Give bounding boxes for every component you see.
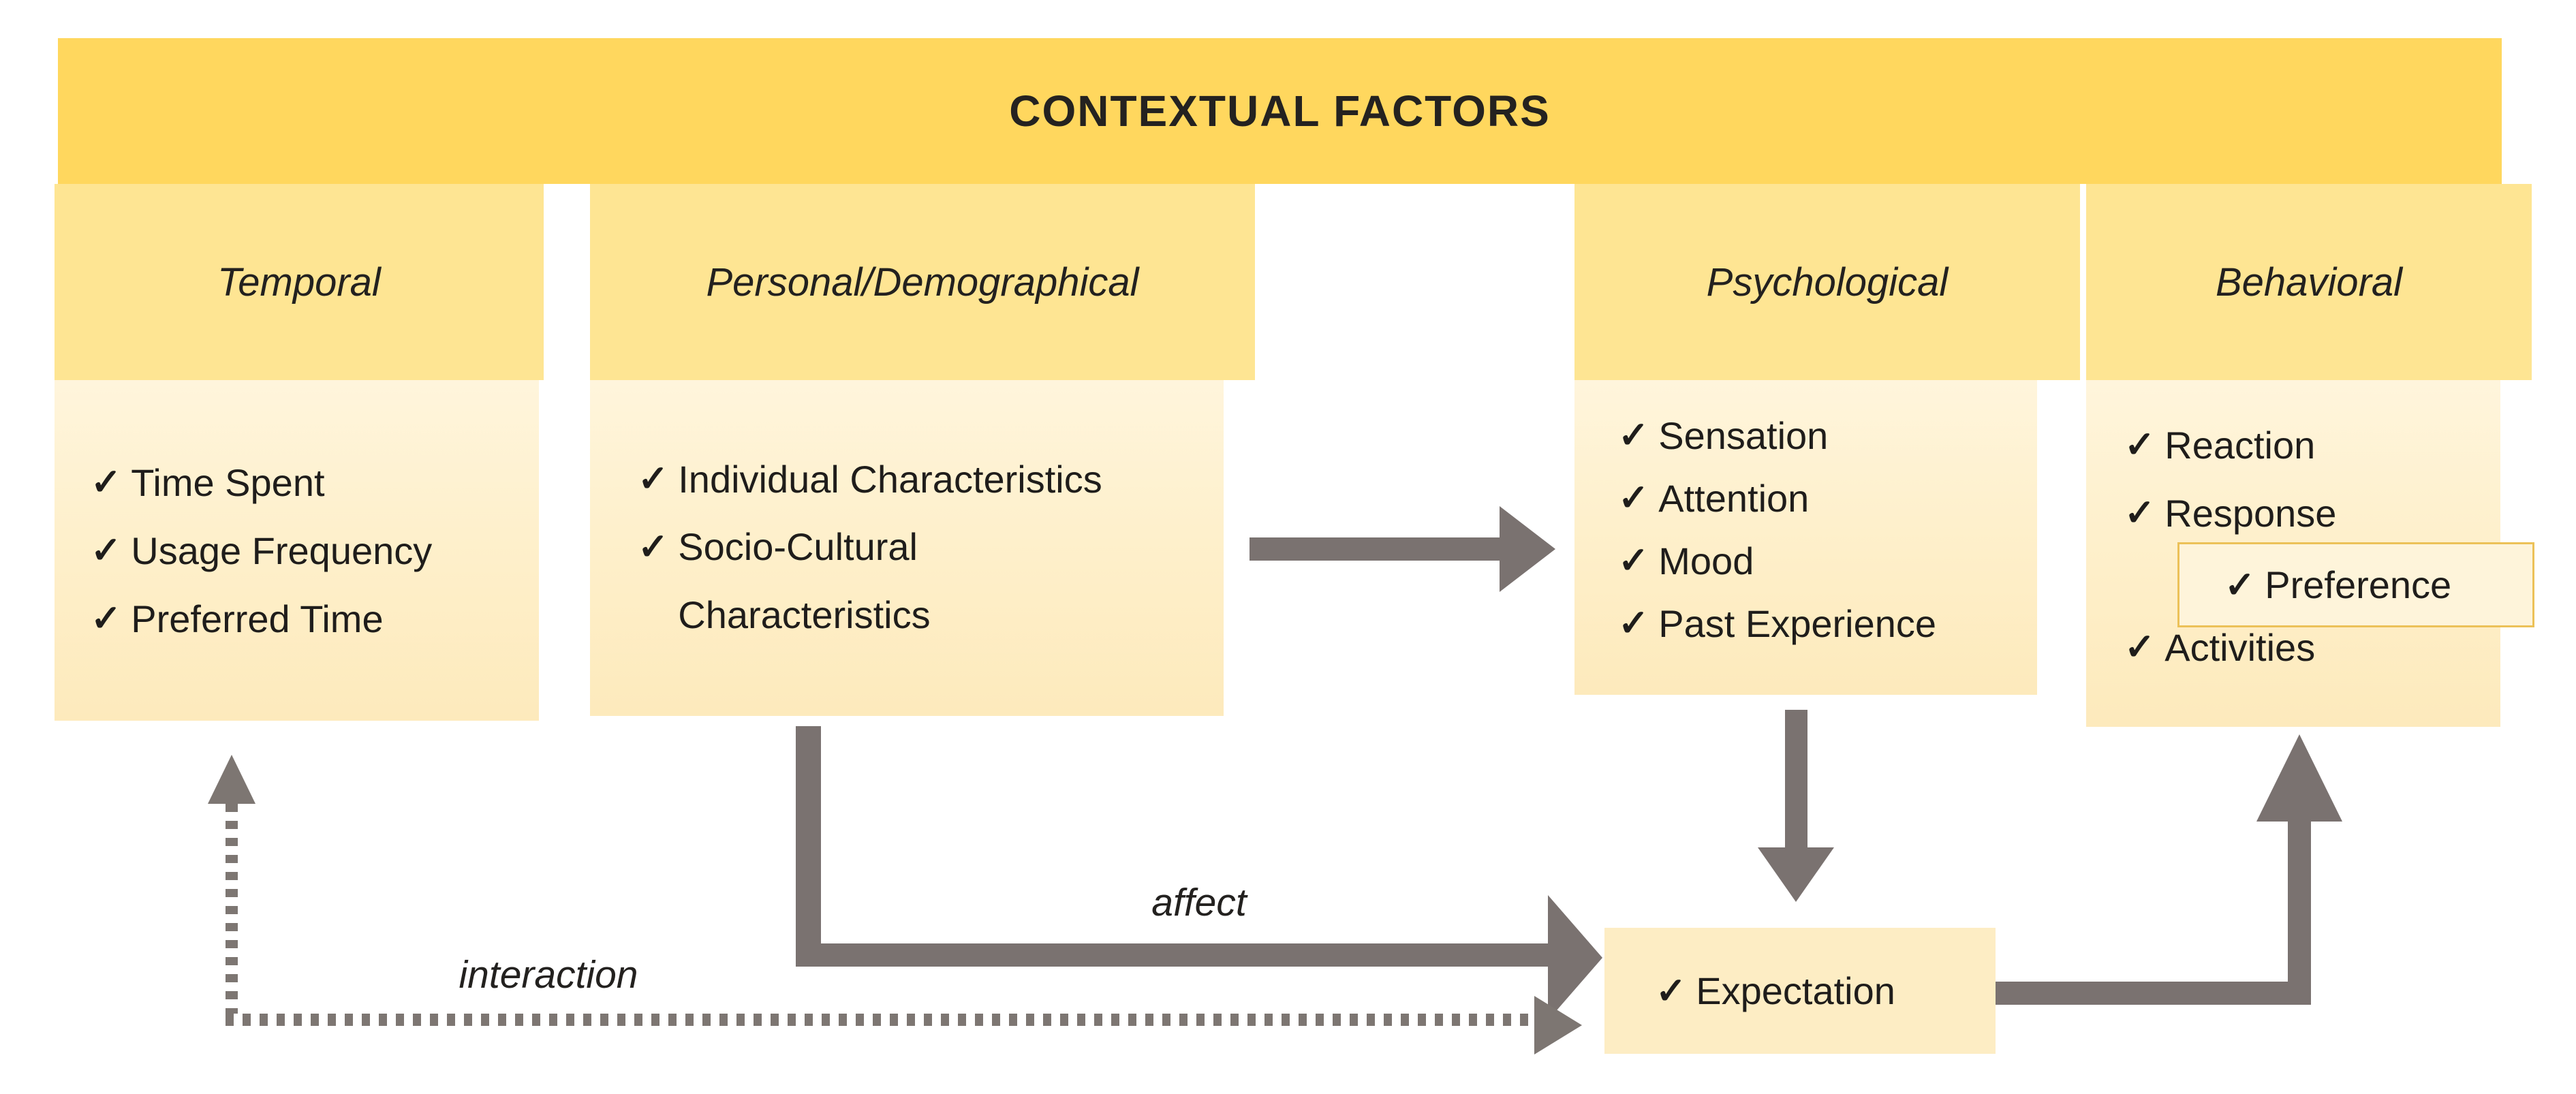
list-item-label: Time Spent xyxy=(131,460,325,504)
list-item-label: Reaction xyxy=(2164,423,2316,467)
list-item-label: Socio-Cultural Characteristics xyxy=(678,525,931,636)
header-behavioral: Behavioral xyxy=(2086,184,2532,380)
header-personal-label: Personal/Demographical xyxy=(706,260,1139,304)
affect-edge-label: affect xyxy=(1151,881,1247,924)
diagram-title: CONTEXTUAL FACTORS xyxy=(1009,87,1551,136)
list-item: ✓ Reaction xyxy=(2124,411,2500,479)
arrow-right-icon xyxy=(1500,506,1555,592)
list-item-label: Sensation xyxy=(1658,413,1829,457)
list-temporal: ✓ Time Spent ✓ Usage Frequency ✓ Preferr… xyxy=(55,380,539,721)
list-item-label: Attention xyxy=(1658,476,1810,520)
check-icon: ✓ xyxy=(1618,603,1649,644)
check-icon: ✓ xyxy=(91,598,122,639)
header-psychological-label: Psychological xyxy=(1706,260,1949,304)
arrow-right-icon xyxy=(1534,996,1582,1054)
list-item: ✓ Mood xyxy=(1618,529,2037,592)
list-item-label: Response xyxy=(2164,491,2337,535)
list-personal-demographical: ✓ Individual Characteristics ✓ Socio-Cul… xyxy=(590,380,1224,716)
arrow-up-icon xyxy=(208,755,255,804)
expectation-node: ✓ Expectation xyxy=(1604,928,1996,1054)
check-icon: ✓ xyxy=(2124,493,2156,533)
list-psychological: ✓ Sensation ✓ Attention ✓ Mood ✓ Past Ex… xyxy=(1574,380,2037,695)
arrow-down-icon xyxy=(1758,847,1834,902)
interaction-edge-label: interaction xyxy=(459,953,638,997)
list-item: ✓ Socio-Cultural Characteristics xyxy=(638,513,1224,649)
check-icon: ✓ xyxy=(638,458,669,499)
preference-label: Preference xyxy=(2265,563,2452,606)
header-psychological: Psychological xyxy=(1574,184,2080,380)
title-banner: CONTEXTUAL FACTORS xyxy=(58,38,2502,184)
preference-overlay-box: ✓ Preference xyxy=(2177,542,2534,627)
arrow-up-icon xyxy=(2256,734,2342,822)
list-item: ✓ Attention xyxy=(1618,467,2037,529)
affect-arrow-horizontal-shaft xyxy=(796,943,1548,967)
list-item: ✓ Time Spent xyxy=(91,448,539,516)
list-item: ✓ Activities xyxy=(2124,613,2500,681)
list-item-label: Activities xyxy=(2164,625,2316,669)
expectation-label: Expectation xyxy=(1696,969,1895,1012)
check-icon: ✓ xyxy=(1618,415,1649,456)
check-icon: ✓ xyxy=(91,462,122,503)
header-temporal-label: Temporal xyxy=(217,260,381,304)
expectation-to-behavioral-horizontal-shaft xyxy=(1996,982,2311,1005)
arrow-psychological-to-expectation-shaft xyxy=(1785,710,1807,847)
header-behavioral-label: Behavioral xyxy=(2215,260,2403,304)
check-icon: ✓ xyxy=(91,530,122,571)
list-item-label: Individual Characteristics xyxy=(678,457,1102,501)
list-item-label: Past Experience xyxy=(1658,601,1937,645)
interaction-dotted-vertical-line xyxy=(226,804,238,1014)
header-temporal: Temporal xyxy=(55,184,544,380)
check-icon: ✓ xyxy=(1618,540,1649,581)
check-icon: ✓ xyxy=(2124,627,2156,668)
expectation-to-behavioral-vertical-shaft xyxy=(2288,822,2311,1005)
check-icon: ✓ xyxy=(2224,564,2256,606)
arrow-personal-to-psychological-shaft xyxy=(1250,537,1500,561)
list-item: ✓ Preferred Time xyxy=(91,584,539,653)
list-item-label: Preferred Time xyxy=(131,597,384,640)
affect-arrow-vertical-shaft xyxy=(796,726,821,967)
check-icon: ✓ xyxy=(1656,970,1687,1012)
list-item: ✓ Past Experience xyxy=(1618,592,2037,655)
list-item-label: Mood xyxy=(1658,539,1754,582)
list-item: ✓ Individual Characteristics xyxy=(638,445,1224,513)
list-item: ✓ Usage Frequency xyxy=(91,516,539,584)
list-item: ✓ Sensation xyxy=(1618,404,2037,467)
check-icon: ✓ xyxy=(638,527,669,567)
check-icon: ✓ xyxy=(2124,424,2156,465)
header-personal-demographical: Personal/Demographical xyxy=(590,184,1255,380)
list-item: ✓ Response xyxy=(2124,479,2500,547)
check-icon: ✓ xyxy=(1618,478,1649,518)
list-item-label: Usage Frequency xyxy=(131,529,433,572)
interaction-dotted-horizontal-line xyxy=(226,1014,1536,1026)
